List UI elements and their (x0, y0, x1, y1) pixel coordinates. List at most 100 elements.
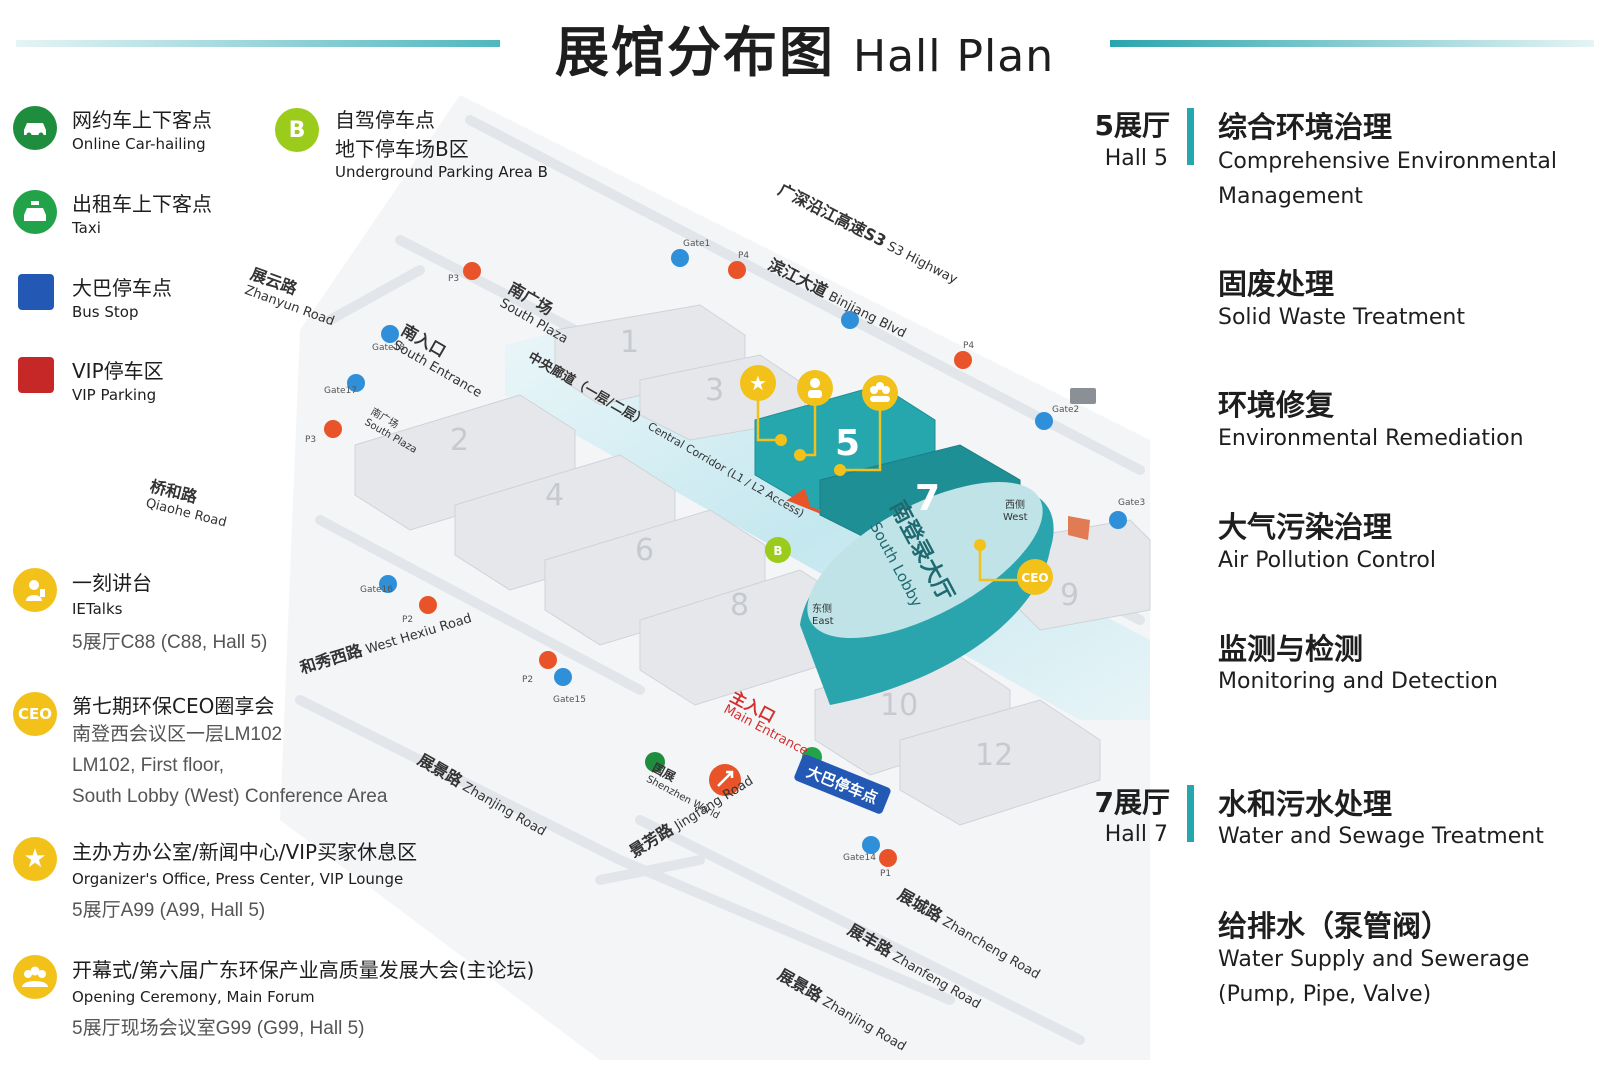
vip-parking-square (18, 357, 54, 393)
hall-number-3: 3 (705, 373, 724, 408)
title-bar-left (16, 40, 500, 47)
category-water-en: Water and Sewage Treatment (1218, 824, 1544, 849)
hall-number-12: 12 (975, 738, 1013, 773)
category-comprehensive-cn: 综合环境治理 (1218, 110, 1393, 144)
gate-icon-14 (862, 836, 880, 854)
hall-map: 1 2 3 4 6 8 9 10 12 5 7 南登录大厅 South Lobb… (280, 95, 1151, 1060)
marker-dot-1 (775, 434, 787, 446)
gate-icon-18 (381, 325, 399, 343)
group-icon (13, 955, 57, 999)
lobby-east-en: East (812, 616, 834, 627)
hall-number-5: 5 (835, 423, 860, 464)
parking-label-p4b: P4 (963, 341, 974, 351)
category-solid-waste-en: Solid Waste Treatment (1218, 305, 1465, 330)
lobby-east-cn: 东侧 (812, 602, 832, 615)
parking-label-p4a: P4 (738, 251, 749, 261)
gate-label-3: Gate3 (1118, 498, 1145, 508)
gate-label-1: Gate1 (683, 239, 710, 249)
parking-icon-p2b (419, 596, 437, 614)
category-remediation-cn: 环境修复 (1218, 388, 1335, 422)
hall7-bar (1187, 785, 1194, 842)
hall-number-8: 8 (730, 588, 749, 623)
venue-ceo-cn: 第七期环保CEO圈享会 (72, 694, 275, 718)
hall-12 (899, 699, 1101, 826)
gate-icon-1 (671, 249, 689, 267)
parking-b-glyph: B (288, 117, 306, 143)
marker-dot-3 (834, 464, 846, 476)
page-title-en: Hall Plan (853, 31, 1055, 82)
legend-taxi-cn: 出租车上下客点 (72, 192, 212, 216)
map-speaker-icon (797, 370, 833, 406)
parking-icon-p4b (954, 351, 972, 369)
category-comprehensive-en-1: Comprehensive Environmental (1218, 149, 1557, 174)
marker-dot-2 (794, 449, 806, 461)
parking-b-en: Underground Parking Area B (335, 163, 548, 181)
map-parking-b-icon: B (765, 537, 791, 563)
hall-number-7: 7 (915, 478, 940, 519)
parking-icon-p4a (728, 261, 746, 279)
hall-number-6: 6 (635, 533, 654, 568)
legend-bus-cn: 大巴停车点 (72, 276, 172, 300)
page-title-cn: 展馆分布图 (555, 21, 835, 84)
gate-icon-blvd (841, 311, 859, 329)
hall7-cn: 7展厅 (1094, 786, 1170, 819)
hall5-cn: 5展厅 (1094, 109, 1170, 142)
svg-text:CEO: CEO (1021, 571, 1048, 585)
gate-icons (347, 249, 1127, 854)
taxi-icon (13, 190, 57, 234)
title-bar-right (1110, 40, 1594, 47)
venue-ceo-loc-1: 南登西会议区一层LM102 (72, 724, 283, 745)
parking-icon-p1 (879, 849, 897, 867)
venue-opening-loc: 5展厅现场会议室G99 (G99, Hall 5) (72, 1018, 365, 1039)
hall-number-4: 4 (545, 478, 564, 513)
gate-icon-15 (554, 668, 572, 686)
bus-stop-square (18, 274, 54, 310)
car-icon (13, 106, 57, 150)
parking-b-cn2: 地下停车场B区 (335, 137, 469, 161)
category-solid-waste-cn: 固废处理 (1218, 267, 1335, 301)
hall-number-10: 10 (880, 688, 918, 723)
map-vip-marker (1068, 516, 1090, 540)
venue-opening-en: Opening Ceremony, Main Forum (72, 988, 315, 1006)
gate-label-18: Gate18 (372, 343, 405, 353)
parking-label-p2b: P2 (402, 615, 413, 625)
parking-icon-p2a (539, 651, 557, 669)
hall-number-2: 2 (450, 423, 469, 458)
venue-ietalks-loc: 5展厅C88 (C88, Hall 5) (72, 632, 268, 653)
venue-ietalks-cn: 一刻讲台 (72, 571, 152, 595)
venue-office-en: Organizer's Office, Press Center, VIP Lo… (72, 870, 404, 888)
category-water-cn: 水和污水处理 (1218, 787, 1393, 821)
parking-icon-p3b (324, 420, 342, 438)
speaker-icon (13, 568, 57, 612)
hall-number-labels: 1 2 3 4 6 8 9 10 12 (450, 325, 1079, 773)
map-ceo-icon: CEO (1017, 559, 1053, 595)
gate-label-14: Gate14 (843, 853, 876, 863)
parking-label-p3a: P3 (448, 274, 459, 284)
venue-ceo-loc-2: LM102, First floor, (72, 755, 225, 776)
gate-icon-16 (379, 575, 397, 593)
hall-number-9: 9 (1060, 578, 1079, 613)
marker-dot-4 (974, 539, 986, 551)
gate-label-2: Gate2 (1052, 405, 1079, 415)
venue-opening-cn: 开幕式/第六届广东环保产业高质量发展大会(主论坛) (72, 958, 535, 982)
legend-bus-en: Bus Stop (72, 303, 139, 321)
venue-office-cn: 主办方办公室/新闻中心/VIP买家休息区 (72, 840, 418, 864)
map-group-icon (862, 375, 898, 411)
category-air-cn: 大气污染治理 (1218, 510, 1393, 544)
page-title: 展馆分布图 Hall Plan (555, 8, 1054, 87)
hall5-en: Hall 5 (1104, 146, 1168, 171)
svg-text:B: B (773, 544, 782, 558)
category-monitoring-cn: 监测与检测 (1218, 632, 1364, 666)
venue-ietalks-en: IETalks (72, 600, 123, 618)
legend-car-en: Online Car-hailing (72, 135, 206, 153)
gate-icon-17 (347, 374, 365, 392)
gate-label-17: Gate17 (324, 386, 357, 396)
parking-icon-p3a (463, 262, 481, 280)
venue-ceo-loc-3: South Lobby (West) Conference Area (72, 786, 388, 807)
map-main-entrance-icon (709, 764, 741, 796)
gate-label-16: Gate16 (360, 585, 393, 595)
category-comprehensive-en-2: Management (1218, 184, 1363, 209)
lobby-west-en: West (1003, 512, 1028, 523)
legend-car-cn: 网约车上下客点 (72, 108, 212, 132)
parking-icons (324, 261, 972, 867)
